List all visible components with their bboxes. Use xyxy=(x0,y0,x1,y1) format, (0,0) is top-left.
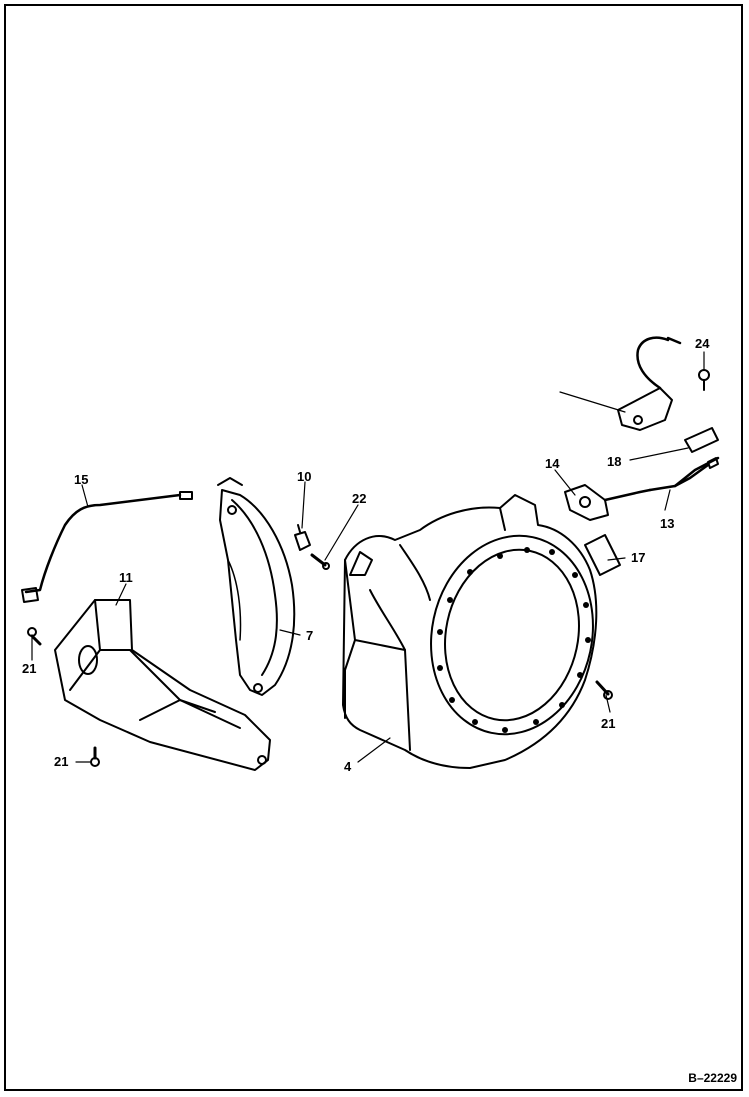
callout-17: 17 xyxy=(631,550,646,565)
callout-7: 7 xyxy=(306,628,314,643)
callout-10: 10 xyxy=(297,469,312,484)
switch-part xyxy=(564,484,652,521)
screw-21-left-top xyxy=(27,627,42,646)
callout-22: 22 xyxy=(352,491,367,506)
screw-24 xyxy=(698,369,710,391)
blower-housing-part xyxy=(342,494,598,769)
callout-11: 11 xyxy=(119,570,133,585)
callout-18: 18 xyxy=(607,454,622,469)
callout-21-left-bottom: 21 xyxy=(54,754,69,769)
callout-14: 14 xyxy=(545,456,560,471)
module-part xyxy=(617,336,682,431)
diagram-frame xyxy=(4,4,743,1091)
leader-lines xyxy=(31,351,705,763)
clip-part xyxy=(294,524,311,551)
small-screw-part xyxy=(310,553,330,570)
screw-21-right xyxy=(595,680,613,700)
callout-21-right: 21 xyxy=(601,716,616,731)
callout-13: 13 xyxy=(660,516,675,531)
screw-21-left-bottom xyxy=(90,746,100,767)
plate-part xyxy=(684,427,719,453)
wiring-harness-part xyxy=(648,456,720,492)
callout-24: 24 xyxy=(695,336,710,351)
figure-reference: B–22229 xyxy=(688,1071,737,1085)
callout-4: 4 xyxy=(344,759,352,774)
lower-bracket-part xyxy=(54,599,271,771)
callout-21-left-top: 21 xyxy=(22,661,37,676)
wire-lead-part xyxy=(21,491,193,603)
insulator-pad-part xyxy=(584,534,621,576)
curved-shield-part xyxy=(217,477,296,696)
callout-15: 15 xyxy=(74,472,89,487)
